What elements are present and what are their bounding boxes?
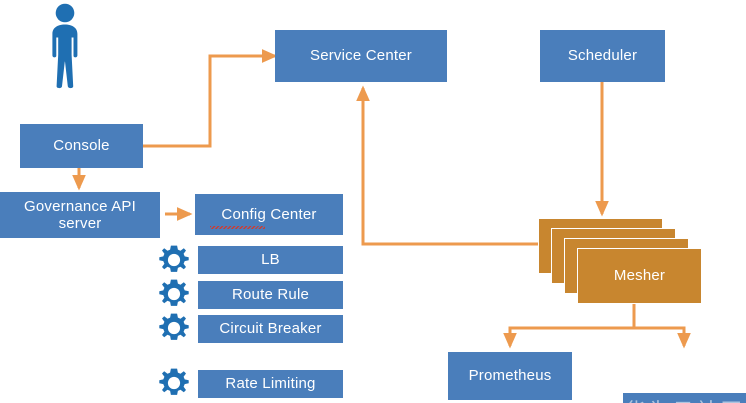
node-lb-label: LB (261, 251, 280, 269)
node-mesher[interactable]: Mesher (577, 248, 702, 304)
node-console[interactable]: Console (20, 124, 143, 168)
gear-icon (159, 313, 189, 340)
node-prometheus-label: Prometheus (468, 367, 552, 385)
node-prometheus[interactable]: Prometheus (448, 352, 572, 400)
person-icon (52, 3, 78, 89)
node-scheduler[interactable]: Scheduler (540, 30, 665, 82)
watermark: 华为云社区 bbs.huaweicloud.com (623, 395, 746, 403)
node-circuit-breaker-label: Circuit Breaker (219, 320, 322, 338)
edge-mesher-to-service-center (356, 85, 540, 246)
node-service-center-label: Service Center (309, 47, 412, 65)
gear-icon (159, 368, 189, 395)
edge-console-to-service-center (143, 49, 278, 148)
spellcheck-underline (210, 226, 265, 229)
node-zipkin[interactable]: 华为云社区 bbs.huaweicloud.com Zipkin (623, 393, 746, 403)
node-service-center[interactable]: Service Center (275, 30, 447, 82)
node-config-center[interactable]: Config Center (195, 194, 343, 235)
gear-icon (159, 279, 189, 306)
node-circuit-breaker[interactable]: Circuit Breaker (198, 315, 343, 343)
edge-mesher-to-zipkin (634, 326, 691, 349)
node-config-center-label: Config Center (221, 205, 317, 223)
node-route-rule-label: Route Rule (231, 286, 310, 304)
node-governance-api-server-label: Governance API server (23, 197, 137, 232)
node-mesher-label: Mesher (613, 267, 666, 285)
edge-mesher-branch-bus (503, 302, 636, 349)
node-governance-api-server[interactable]: Governance API server (0, 192, 160, 238)
node-lb[interactable]: LB (198, 246, 343, 274)
node-route-rule[interactable]: Route Rule (198, 281, 343, 309)
node-console-label: Console (53, 137, 110, 155)
gear-icon (159, 245, 189, 272)
node-scheduler-label: Scheduler (567, 47, 638, 65)
node-rate-limiting-label: Rate Limiting (225, 375, 316, 393)
node-rate-limiting[interactable]: Rate Limiting (198, 370, 343, 398)
watermark-chinese: 华为云社区 (625, 399, 745, 403)
